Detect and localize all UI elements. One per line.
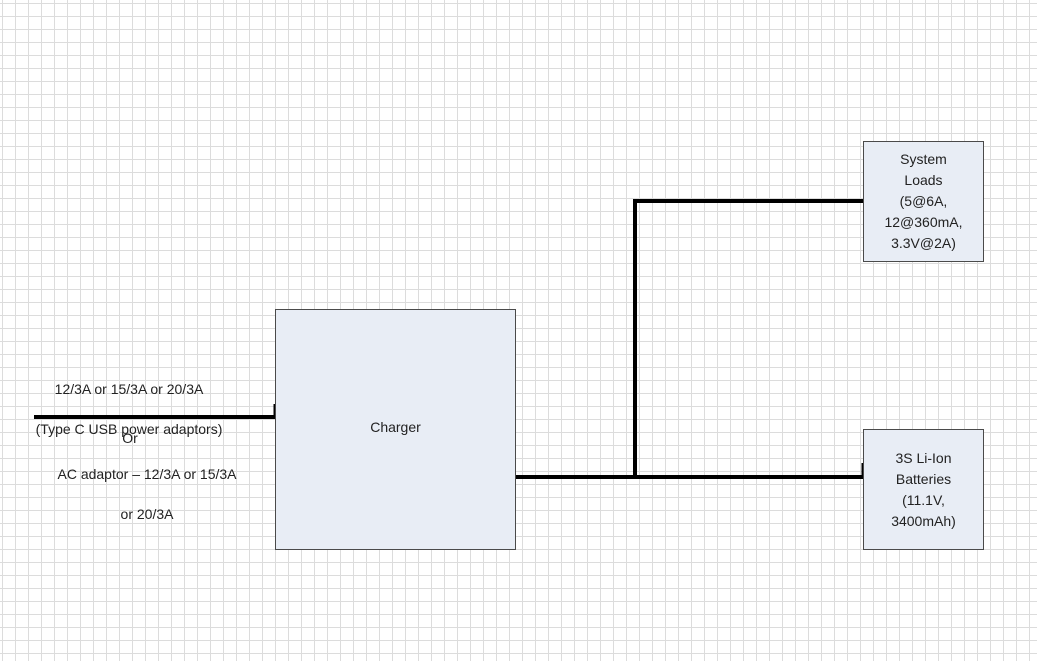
- system-loads-block[interactable]: System Loads (5@6A, 12@360mA, 3.3V@2A): [863, 141, 984, 262]
- input-usb-line2: (Type C USB power adaptors): [35, 421, 223, 437]
- system-loads-label: System Loads (5@6A, 12@360mA, 3.3V@2A): [884, 151, 963, 251]
- battery-block[interactable]: 3S Li-Ion Batteries (11.1V, 3400mAh): [863, 429, 984, 550]
- input-or-label: Or: [122, 430, 138, 446]
- battery-label: 3S Li-Ion Batteries (11.1V, 3400mAh): [891, 449, 956, 529]
- charger-label: Charger: [370, 419, 421, 435]
- input-ac-label: AC adaptor – 12/3A or 15/3A or 20/3A: [36, 444, 258, 544]
- input-usb-line1: 12/3A or 15/3A or 20/3A: [54, 381, 204, 397]
- charger-block[interactable]: Charger: [275, 309, 516, 550]
- input-usb-label: 12/3A or 15/3A or 20/3A (Type C USB powe…: [18, 359, 240, 459]
- input-ac-line1: AC adaptor – 12/3A or 15/3A: [57, 466, 237, 482]
- input-ac-line2: or 20/3A: [120, 506, 174, 522]
